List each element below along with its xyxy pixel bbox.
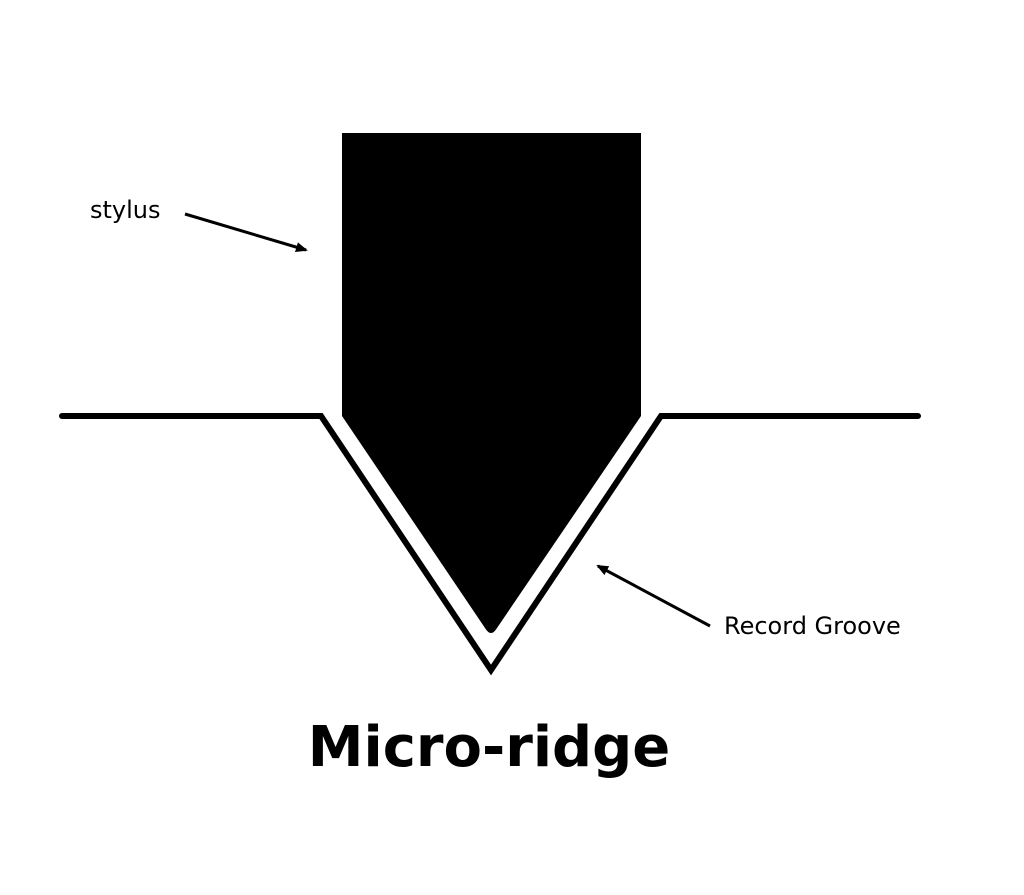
stylus-label: stylus xyxy=(90,196,161,224)
stylus-arrow xyxy=(184,212,308,252)
stylus-shape xyxy=(342,133,641,633)
record-groove-line xyxy=(59,413,921,676)
record-groove-label: Record Groove xyxy=(724,612,901,640)
record-groove-arrow xyxy=(596,564,711,628)
diagram-title: Micro-ridge xyxy=(308,715,670,780)
